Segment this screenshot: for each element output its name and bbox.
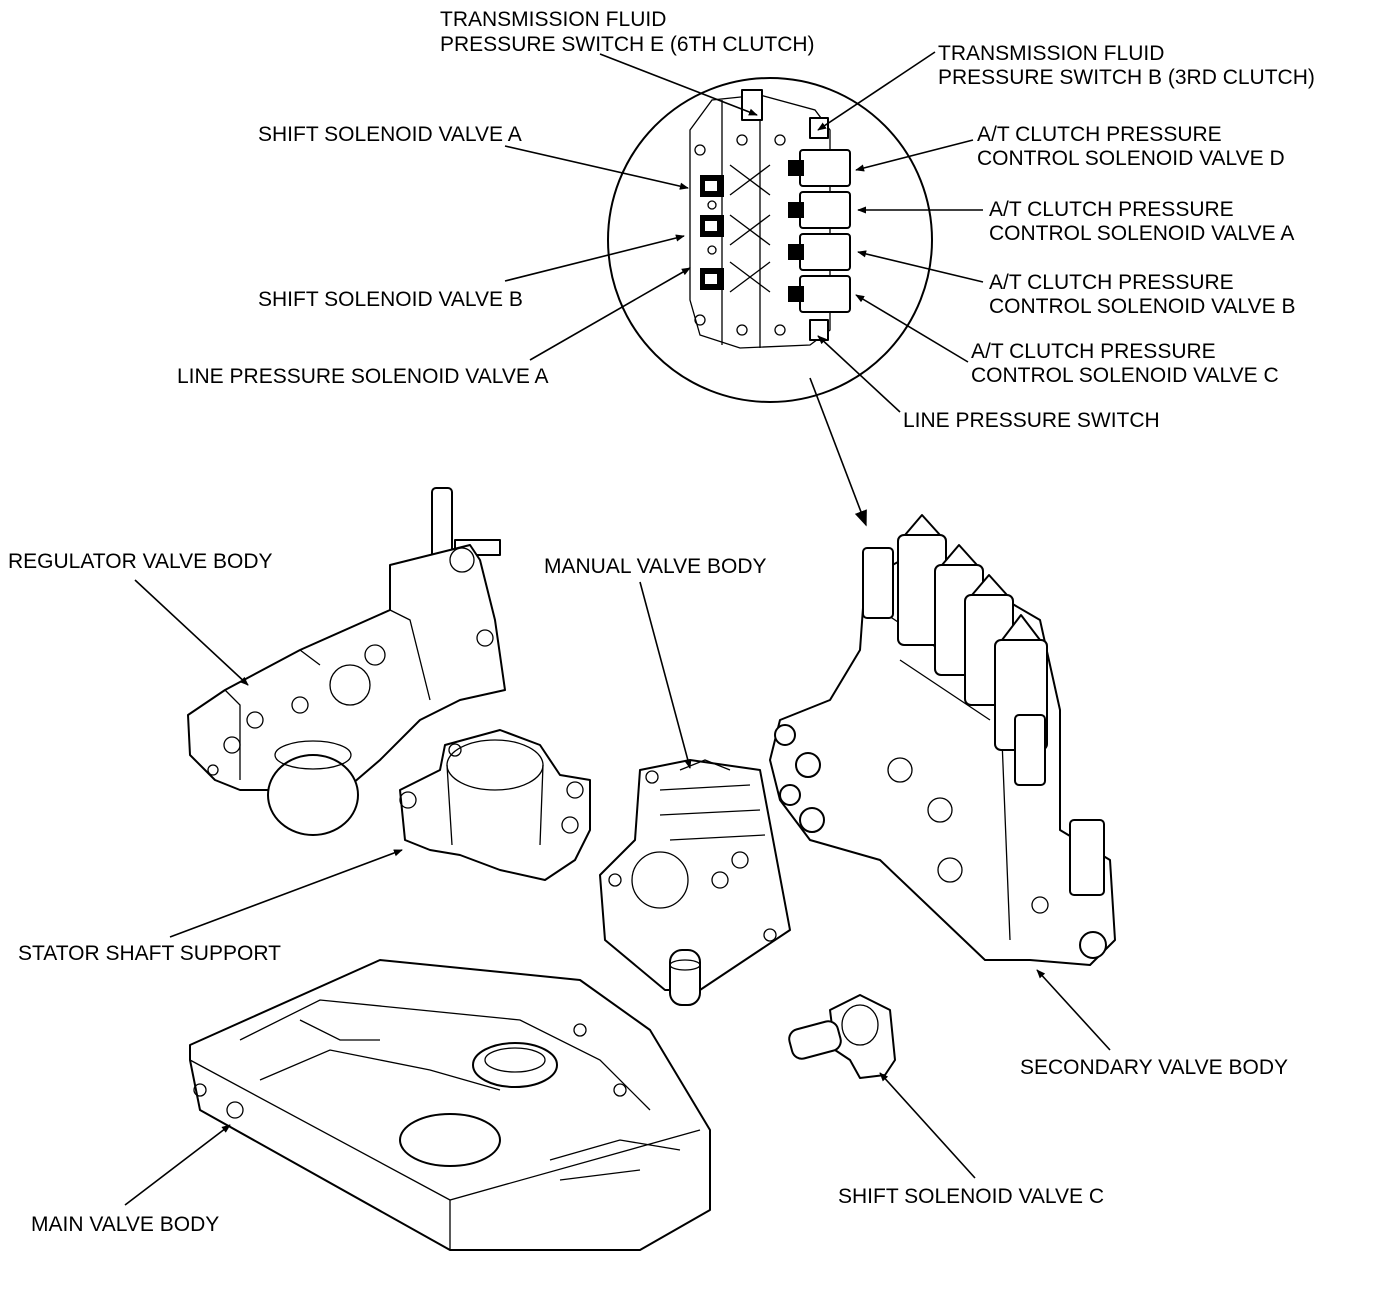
label-secondary-valve-body: SECONDARY VALVE BODY <box>1020 1056 1288 1079</box>
label-tfps-e: TRANSMISSION FLUID PRESSURE SWITCH E (6T… <box>440 8 815 56</box>
solenoid-detail-inset <box>607 77 933 403</box>
regulator-valve-body-drawing <box>187 487 506 836</box>
label-atc-c: A/T CLUTCH PRESSURE CONTROL SOLENOID VAL… <box>971 340 1279 387</box>
label-atc-d: A/T CLUTCH PRESSURE CONTROL SOLENOID VAL… <box>977 123 1285 170</box>
label-shift-solenoid-b: SHIFT SOLENOID VALVE B <box>258 288 523 311</box>
label-shift-solenoid-c: SHIFT SOLENOID VALVE C <box>838 1185 1104 1208</box>
label-main-valve-body: MAIN VALVE BODY <box>31 1213 219 1236</box>
label-regulator-valve-body: REGULATOR VALVE BODY <box>8 550 273 573</box>
label-shift-solenoid-a: SHIFT SOLENOID VALVE A <box>258 123 522 146</box>
stator-shaft-support-drawing <box>399 729 591 881</box>
label-atc-b: A/T CLUTCH PRESSURE CONTROL SOLENOID VAL… <box>989 271 1296 318</box>
label-atc-a: A/T CLUTCH PRESSURE CONTROL SOLENOID VAL… <box>989 198 1294 245</box>
label-manual-valve-body: MANUAL VALVE BODY <box>544 555 767 578</box>
label-tfps-b: TRANSMISSION FLUID PRESSURE SWITCH B (3R… <box>938 42 1315 89</box>
manual-valve-body-drawing <box>599 759 791 1006</box>
shift-solenoid-valve-c-drawing <box>788 994 896 1079</box>
leader-lines <box>124 51 1111 1206</box>
main-valve-body-drawing <box>189 959 711 1251</box>
secondary-valve-body-drawing <box>769 514 1116 966</box>
label-line-pressure-switch: LINE PRESSURE SWITCH <box>903 409 1160 432</box>
label-stator-shaft-support: STATOR SHAFT SUPPORT <box>18 942 281 965</box>
label-line-pressure-solenoid-a: LINE PRESSURE SOLENOID VALVE A <box>177 365 549 388</box>
